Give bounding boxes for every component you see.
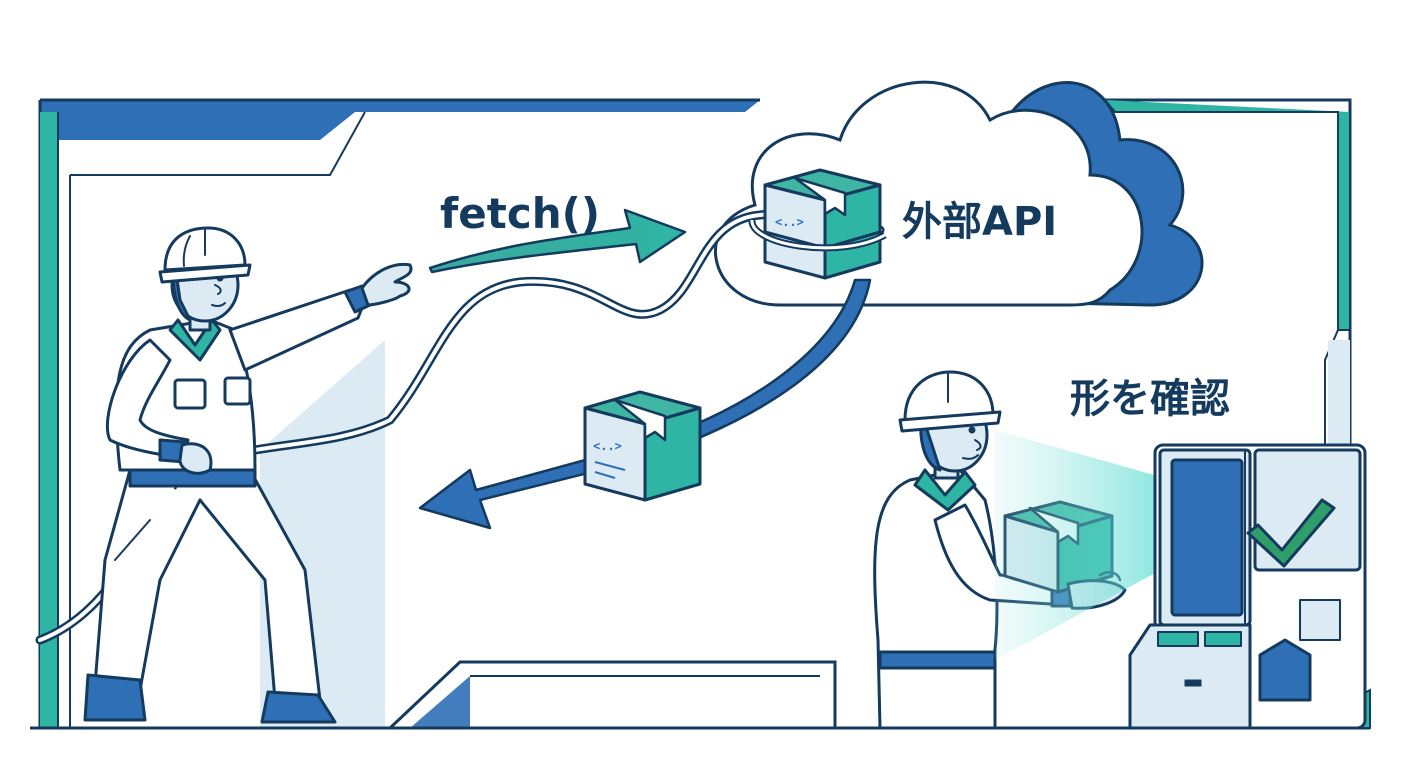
package-glyph: <..> xyxy=(775,215,804,229)
screen-panel xyxy=(1253,448,1362,572)
response-arrow xyxy=(418,278,872,530)
api-label: 外部API xyxy=(902,199,1057,245)
inspection-machine xyxy=(1128,443,1367,730)
package-glyph-2: <..> xyxy=(593,439,622,453)
package-icon-api: <..> xyxy=(748,168,887,280)
package-icon-response: <..> xyxy=(583,390,702,502)
checkmark-icon xyxy=(1246,498,1336,568)
fetch-arrow xyxy=(428,208,687,274)
fetch-label: fetch() xyxy=(440,189,600,238)
verify-label: 形を確認 xyxy=(1070,376,1230,422)
left-worker xyxy=(83,226,413,724)
